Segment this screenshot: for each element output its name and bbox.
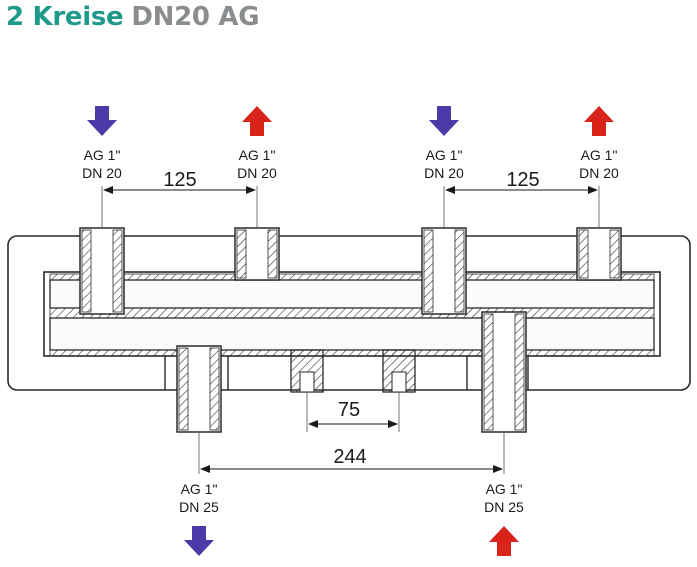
dim-top-right: 125 [506,169,539,191]
dim-top-left: 125 [163,169,196,191]
flow-arrow-up-icon [584,106,614,136]
top-connection-1-size: DN 20 [82,165,122,181]
flow-arrow-up-icon [242,106,272,136]
top-connection-2-size: DN 20 [237,165,277,181]
top-connection-2-thread: AG 1" [239,147,276,163]
chamber-wall-mid [49,307,655,319]
top-connection-4-size: DN 20 [579,165,619,181]
flow-arrow-down-icon [87,106,117,136]
bottom-connection-left-thread: AG 1" [181,481,218,497]
bottom-pipe-left [176,345,222,433]
bottom-pipe-right [481,311,527,433]
title-circuits: 2 Kreise [6,2,124,32]
dim-bottom: 244 [333,446,366,468]
mounting-socket-right [382,349,416,393]
bottom-connection-right-thread: AG 1" [486,481,523,497]
top-connection-4-thread: AG 1" [581,147,618,163]
top-pipe-2 [234,227,280,281]
flow-arrow-up-icon [489,526,519,556]
top-connection-3-thread: AG 1" [426,147,463,163]
chamber-wall-top [49,273,655,281]
mounting-socket-left [290,349,324,393]
top-pipe-4 [576,227,622,281]
chamber-wall-bottom [49,349,655,357]
dim-middle: 75 [338,399,360,421]
bottom-connection-left-size: DN 25 [179,499,219,515]
diagram-title: 2 Kreise DN20 AG [6,2,260,32]
upper-chamber [49,279,655,309]
lower-tube-outline [164,354,529,390]
top-connection-1-thread: AG 1" [84,147,121,163]
flow-arrow-down-icon [429,106,459,136]
flow-arrow-down-icon [184,526,214,556]
top-connection-3-size: DN 20 [424,165,464,181]
top-pipe-1 [79,227,125,315]
centerlines [101,186,600,474]
title-size: DN20 AG [131,2,260,32]
lower-chamber [49,317,655,351]
top-pipe-3 [421,227,467,315]
bottom-connection-right-size: DN 25 [484,499,524,515]
